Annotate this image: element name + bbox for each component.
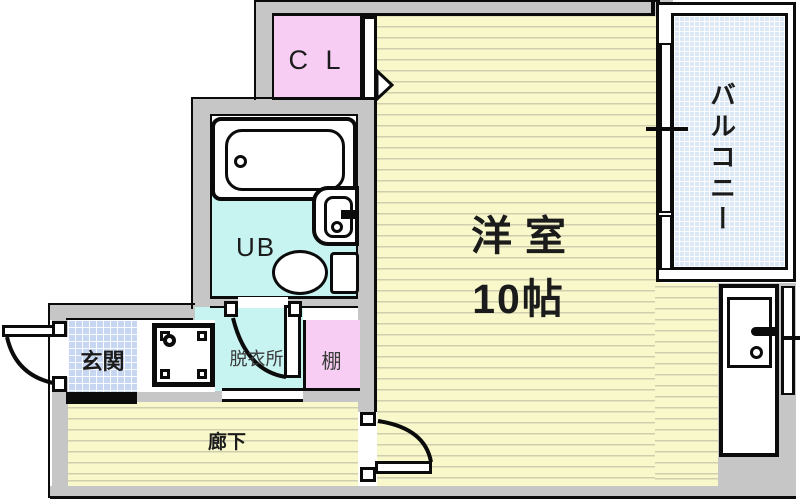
utility-door-knob-icon [750,346,763,359]
wall-bath-left [193,99,210,309]
unit-bath-label: UB [235,231,277,262]
entrance-step [66,392,137,404]
entrance-door-opening [52,337,68,377]
entrance-door-arc [5,336,59,386]
edge-closet-left [254,0,256,100]
edge-top-cap [651,0,655,15]
room-shelf [303,320,360,388]
basin-faucet-icon [341,210,358,219]
entrance-door-leaf [2,325,59,337]
edge-bath-left [191,99,193,309]
balcony-window-latch-icon [646,127,688,131]
closet-door-leaf [362,16,377,100]
bath-door-jamb [224,301,238,317]
washing-machine-pan [152,323,215,387]
balcony-label: バルコニー [706,80,737,236]
edge-top-inner [272,13,655,16]
main-room-size: 10帖 [472,276,565,322]
dressing-room-label: 脱衣所 [229,349,284,369]
edge-entrance-top [48,303,195,305]
room-western [377,15,660,486]
pan-corner-icon [197,331,207,341]
edge-dressing-under-bottom [222,399,303,402]
utility-door-handle-icon [751,327,779,336]
edge-exterior-left [48,303,50,498]
edge-top [255,0,660,2]
balcony-floor [671,13,788,270]
entrance-label: 玄関 [80,349,125,374]
main-door-jamb [360,467,376,482]
washer-faucet-icon [163,334,176,347]
dressing-under-opening [222,391,303,399]
bathtub-drain-icon [234,155,247,168]
basin-drain-icon [331,221,343,233]
main-room-name: 洋室 [471,213,579,259]
edge-shelf-under [303,388,360,391]
room-closet [272,16,362,100]
corridor-label: 廊下 [207,431,246,453]
entrance-door-jamb [52,376,67,392]
main-room-door-leaf [375,461,432,474]
wall-bath-top [193,99,377,115]
toilet-bowl [272,250,328,295]
room-western-extension [655,283,718,486]
wall-exterior-bottom [50,486,796,498]
edge-entrance-bottom [66,318,193,320]
bathtub-inner [225,129,345,191]
pan-corner-icon [160,369,170,379]
bath-door-opening [238,297,288,308]
room-corridor [68,402,358,486]
pan-corner-icon [197,369,207,379]
edge-bath-top [191,97,377,99]
entrance-door-jamb [52,321,67,337]
right-wall-window [781,286,795,395]
wall-top [255,0,660,15]
edge-exterior-bottom [50,496,796,499]
shelf-label: 棚 [321,350,342,373]
wall-closet-left [256,0,272,100]
closet-label: C L [288,44,346,75]
wall-middle-vertical [358,97,377,412]
edge-dressing-under-top [222,388,303,391]
bath-door-jamb [288,301,302,317]
wall-under-washer [137,390,223,404]
wall-entrance-top [50,305,195,320]
wall-under-shelf [303,390,360,404]
right-window-latch-icon [783,336,800,340]
room-entrance [68,320,137,392]
main-door-jamb [360,412,376,426]
balcony-window-pane-2 [659,215,673,270]
toilet-tank [330,252,359,294]
edge-middle-wall [374,97,377,412]
